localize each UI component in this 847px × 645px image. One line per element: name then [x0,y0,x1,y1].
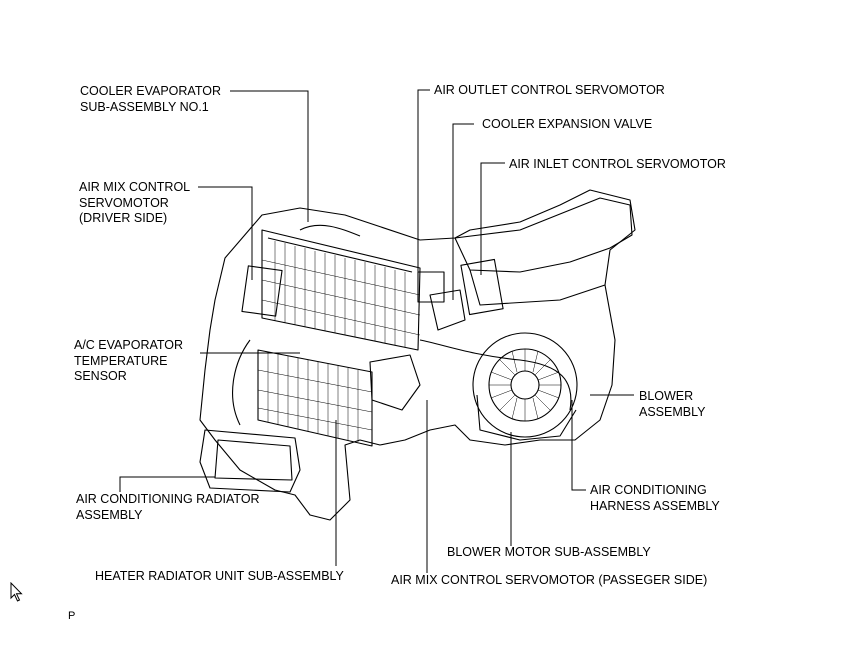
leader-air-outlet-servo [417,89,430,290]
upper-duct [454,197,633,273]
label-line: AIR MIX CONTROL SERVOMOTOR (PASSEGER SID… [391,573,708,587]
leader-ac-harness [571,400,586,491]
label-ac-harness: AIR CONDITIONING HARNESS ASSEMBLY [590,483,720,514]
label-cooler-expansion-valve: COOLER EXPANSION VALVE [482,117,652,133]
leader-air-inlet-servo [480,162,505,275]
leader-cooler-expansion-valve [452,123,474,300]
inlet-servo-body [460,258,504,316]
label-line: SERVOMOTOR [79,195,169,210]
label-air-mix-driver: AIR MIX CONTROL SERVOMOTOR (DRIVER SIDE) [79,180,190,227]
label-line: COOLER EVAPORATOR [80,84,222,98]
label-line: AIR CONDITIONING [590,483,707,497]
label-blower-motor: BLOWER MOTOR SUB-ASSEMBLY [447,545,651,561]
label-air-inlet-servo: AIR INLET CONTROL SERVOMOTOR [509,157,726,173]
mouse-pointer-icon [10,582,23,602]
figure-code: P [68,610,76,622]
expansion-valve [429,289,466,331]
driver-servo-body [241,265,283,317]
heater-core [257,349,373,447]
label-line: A/C EVAPORATOR [74,338,184,352]
label-line: AIR CONDITIONING RADIATOR [76,492,260,506]
label-heater-radiator: HEATER RADIATOR UNIT SUB-ASSEMBLY [95,569,344,585]
leader-ac-radiator [119,476,215,492]
blower-housing [472,332,578,438]
label-line: SENSOR [74,369,127,383]
label-line: ASSEMBLY [76,507,143,522]
label-line: SUB-ASSEMBLY NO.1 [80,99,209,114]
label-cooler-evaporator: COOLER EVAPORATOR SUB-ASSEMBLY NO.1 [80,84,221,115]
label-line: AIR MIX CONTROL [79,180,191,194]
label-line: AIR OUTLET CONTROL SERVOMOTOR [434,83,665,97]
label-ac-radiator: AIR CONDITIONING RADIATOR ASSEMBLY [76,492,260,523]
label-line: COOLER EXPANSION VALVE [482,117,653,131]
label-line: BLOWER MOTOR SUB-ASSEMBLY [447,545,651,559]
label-line: AIR INLET CONTROL SERVOMOTOR [509,157,726,171]
leader-air-mix-driver [198,186,253,280]
passenger-servo-body [369,354,421,411]
wire-harness [419,339,572,411]
label-line: (DRIVER SIDE) [79,211,168,225]
label-air-outlet-servo: AIR OUTLET CONTROL SERVOMOTOR [434,83,665,99]
label-line: TEMPERATURE [74,353,168,368]
label-blower-assembly: BLOWER ASSEMBLY [639,389,705,420]
label-line: HARNESS ASSEMBLY [590,498,720,513]
intake-duct [199,429,301,493]
label-line: BLOWER [639,389,694,403]
leader-cooler-evaporator [230,90,309,222]
label-line: ASSEMBLY [639,404,706,419]
label-air-mix-passenger: AIR MIX CONTROL SERVOMOTOR (PASSEGER SID… [391,573,707,589]
label-ac-evap-temp-sensor: A/C EVAPORATOR TEMPERATURE SENSOR [74,338,183,385]
label-line: HEATER RADIATOR UNIT SUB-ASSEMBLY [95,569,344,583]
evaporator-core [261,229,421,351]
